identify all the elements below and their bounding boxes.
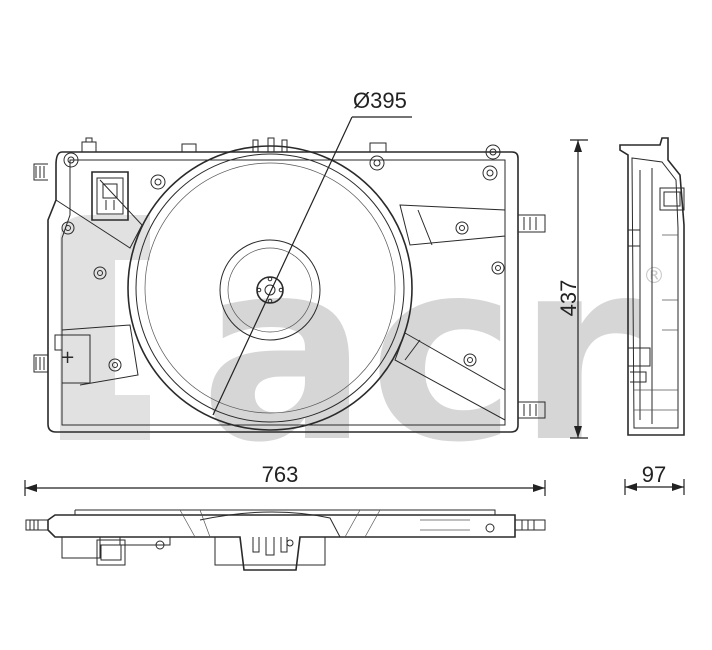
watermark-text: acr <box>200 206 640 497</box>
bottom-view-motor-clips <box>252 537 288 556</box>
watermark-c-arc <box>60 215 150 440</box>
top-clip-connector <box>252 137 288 152</box>
bottom-view-tab-left <box>25 519 48 531</box>
electrical-connector <box>91 171 129 221</box>
hub-bolts <box>256 276 284 304</box>
shroud-frame-outline <box>47 151 519 433</box>
side-view-inner <box>631 157 679 429</box>
electrical-connector-detail <box>96 177 124 215</box>
side-view-connector <box>659 187 685 211</box>
bottom-view-tab-right <box>515 519 546 531</box>
bottom-view <box>25 509 546 571</box>
watermark-registered-mark: ® <box>643 264 665 289</box>
shroud-frame-inner <box>61 159 506 426</box>
watermark-logo: acr ® <box>60 206 665 497</box>
bottom-view-shroud-curve <box>199 511 341 566</box>
top-clip-right <box>369 142 387 152</box>
mount-tab-top-left <box>33 163 48 181</box>
fan-shroud-ring-2 <box>135 153 405 423</box>
fan-shroud-outer-ring <box>127 145 413 431</box>
support-arm-left-lower <box>61 324 139 386</box>
fastener-holes <box>61 144 505 372</box>
dimension-width: 763 <box>24 462 546 496</box>
motor-housing <box>219 239 321 341</box>
mount-tab-bottom-left <box>33 354 48 373</box>
side-view <box>619 137 685 436</box>
side-view-ribs <box>634 234 678 411</box>
terminal-block <box>54 334 91 384</box>
dimension-depth-label: 97 <box>642 462 666 487</box>
fan-shroud-ring-3 <box>144 162 396 414</box>
positive-terminal-mark: + <box>60 347 75 368</box>
top-clip-left <box>81 137 97 152</box>
motor-shaft <box>264 284 276 296</box>
front-view: + <box>33 137 546 433</box>
mount-tab-mid-right <box>518 214 546 233</box>
dimension-depth: 97 <box>624 462 685 495</box>
bottom-view-holes <box>155 523 495 550</box>
support-arm-right-upper <box>399 204 506 246</box>
support-arm-left-upper <box>55 179 143 249</box>
dimension-height-label: 437 <box>556 280 581 317</box>
side-view-outline <box>619 137 685 436</box>
bottom-view-ribs <box>179 509 470 538</box>
dimension-fan-diameter-label: Ø395 <box>353 88 407 113</box>
side-view-tabs <box>628 229 651 383</box>
mount-tab-bottom-right <box>518 401 546 419</box>
bottom-view-connector <box>96 539 126 566</box>
dimension-height: 437 <box>556 139 588 439</box>
support-arm-right-lower <box>394 332 506 421</box>
top-clip-center-left <box>181 143 197 152</box>
bottom-view-inner <box>61 509 496 559</box>
motor-housing-inner <box>227 247 313 333</box>
dimension-fan-diameter: Ø395 <box>212 88 412 416</box>
dimension-width-label: 763 <box>262 462 299 487</box>
